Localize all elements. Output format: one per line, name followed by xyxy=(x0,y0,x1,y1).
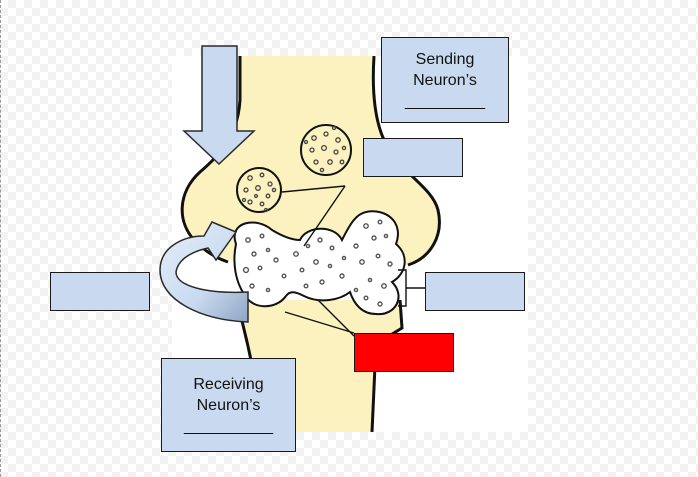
vesicle-pointer-lines xyxy=(281,185,346,247)
synaptic-cleft-bracket xyxy=(398,269,425,307)
receiving-label-line2: Neuron’s xyxy=(196,396,261,414)
arrow-down-icon xyxy=(182,45,256,166)
neurotransmitter-release-cloud xyxy=(233,210,406,316)
page-edge-guide xyxy=(0,0,1,477)
sending-label-line1: Sending xyxy=(415,50,475,68)
curved-arrow-icon xyxy=(159,221,249,323)
synaptic-cleft-answer-box[interactable] xyxy=(425,272,525,311)
receiving-neuron-label-box[interactable]: Receiving Neuron’s __________ xyxy=(161,358,296,452)
receiving-label-blank: __________ xyxy=(184,417,273,435)
neurotransmitter-molecules xyxy=(242,219,393,307)
receptor-answer-box[interactable] xyxy=(354,333,454,372)
sending-label-blank: _________ xyxy=(404,92,486,110)
vesicle-answer-box[interactable] xyxy=(363,138,463,177)
sending-neuron-label-box[interactable]: Sending Neuron’s _________ xyxy=(381,37,509,123)
synaptic-vesicle xyxy=(236,167,282,213)
synaptic-vesicle xyxy=(300,124,352,176)
neurotransmitter-answer-box[interactable] xyxy=(50,272,150,311)
sending-label-line2: Neuron’s xyxy=(413,71,477,89)
receiving-label-line1: Receiving xyxy=(193,375,264,393)
receptor-pointer-lines xyxy=(284,299,355,337)
